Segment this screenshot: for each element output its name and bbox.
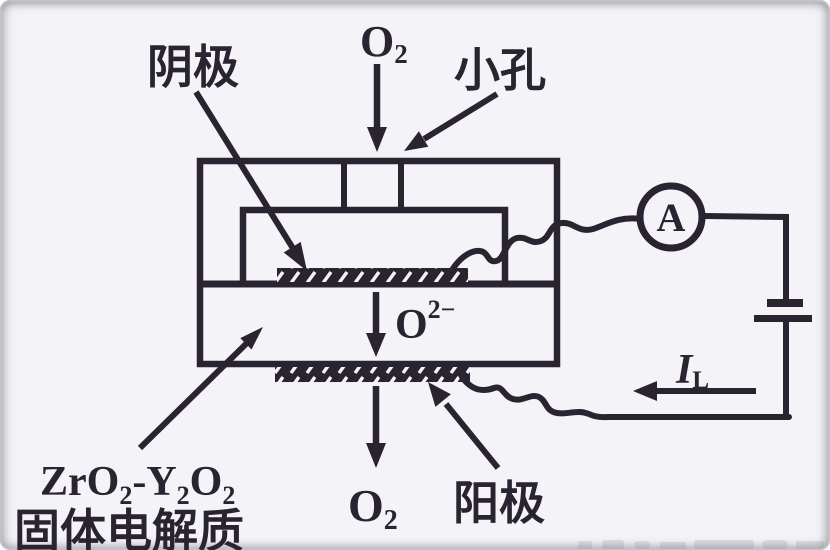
cathode-electrode [277,268,468,282]
o2-bottom-subscript: 2 [384,505,398,536]
labels: O2 阴极 小孔 O2− O2 阳极 ZrO2-Y2O2 固体电解质 [14,17,546,550]
electrolyte-pointer-head [240,327,263,350]
cathode-label: 阴极 [147,41,239,93]
battery-long-plate [754,315,812,322]
current-label: IL [675,347,709,394]
battery-short-plate [767,299,803,307]
oxide-ion-label: O2− [395,295,456,348]
cathode-pointer-shaft [193,90,297,252]
o2-top-symbol: O [360,17,394,66]
current-arrowhead [633,381,657,401]
current-symbol: I [675,347,694,393]
battery [754,299,812,322]
oxide-ion-arrowhead [366,333,386,357]
ammeter-label: A [657,195,686,240]
anode-label: 阳极 [453,477,545,529]
formula-part2: -Y [132,459,176,505]
small-hole-pointer-shaft [422,91,499,142]
anode-electrode [275,367,470,382]
watermark [578,540,824,549]
anode-pointer-shaft [443,402,501,470]
ammeter-to-battery-wire [703,213,789,299]
formula-part1: ZrO [40,459,119,505]
ammeter [636,182,706,252]
electrolyte-pointer-shaft [137,338,252,451]
small-hole-pointer-head [404,131,429,151]
oxide-ion-superscript: 2− [428,295,456,324]
small-hole-label: 小孔 [454,44,546,96]
current-subscript: L [692,367,709,394]
pointer-arrows [137,90,501,470]
o2-bottom-symbol: O [348,480,384,531]
formula-sub3: 2 [222,481,235,510]
cathode-wire [449,215,644,273]
o2-top-label: O2 [360,17,408,69]
anode-pointer-head [428,382,451,407]
external-circuit: A IL [449,182,812,421]
formula-sub1: 2 [119,481,132,510]
cathode-pointer-head [283,241,307,271]
formula-part3: O [190,459,223,505]
anode-wire [459,374,792,421]
o2-bottom-label: O2 [348,480,398,536]
o2-top-subscript: 2 [394,39,408,69]
o2-outlet-arrowhead [366,443,386,468]
electrolyte-formula: ZrO2-Y2O2 [40,459,235,510]
o2-inlet-arrowhead [367,127,387,152]
gas-flow-arrows [366,64,387,468]
formula-sub2: 2 [177,481,190,510]
outer-housing [196,157,561,368]
oxide-ion-symbol: O [395,302,428,348]
electrolyte-name-label: 固体电解质 [14,505,244,550]
